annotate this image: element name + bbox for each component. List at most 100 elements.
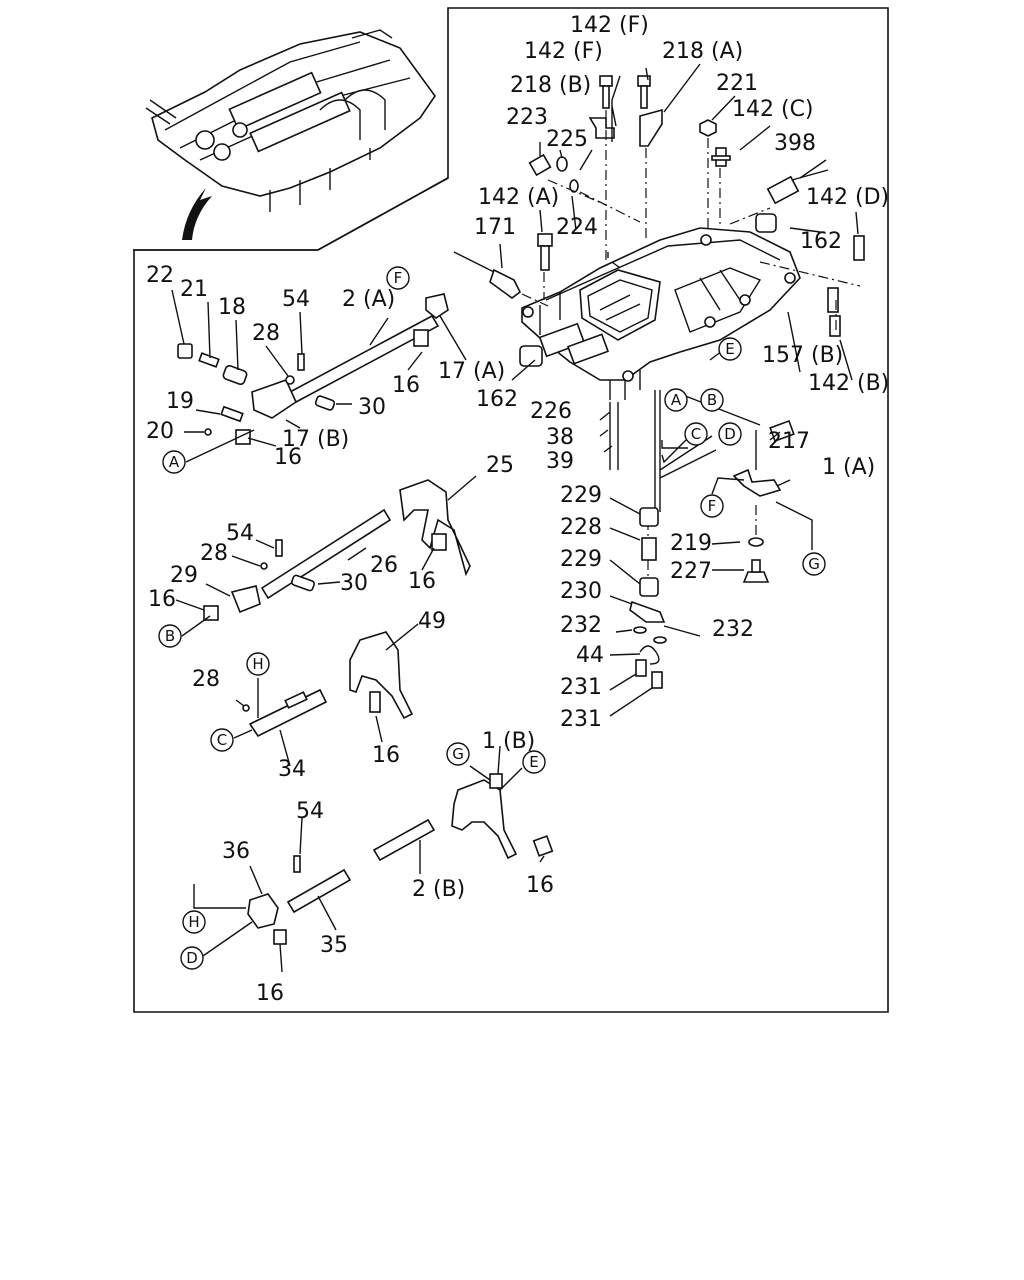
label-16-f: 16 xyxy=(526,873,554,898)
label-19: 19 xyxy=(166,389,194,414)
svg-text:A: A xyxy=(671,391,682,409)
label-221: 221 xyxy=(716,71,758,96)
label-21: 21 xyxy=(180,277,208,302)
label-2B: 2 (B) xyxy=(412,877,465,902)
svg-text:D: D xyxy=(724,425,736,443)
label-142B: 142 (B) xyxy=(808,371,889,396)
svg-text:F: F xyxy=(394,269,403,287)
label-54-top: 54 xyxy=(282,287,310,312)
label-30-mid: 30 xyxy=(340,571,368,596)
label-17A: 17 (A) xyxy=(438,359,505,384)
label-162-right: 162 xyxy=(800,229,842,254)
label-230: 230 xyxy=(560,579,602,604)
shift-rod-2A-assembly xyxy=(171,289,467,463)
ref-circle-F-lever: F xyxy=(700,494,724,518)
label-28-mid: 28 xyxy=(200,541,228,566)
svg-text:G: G xyxy=(452,745,464,763)
label-22: 22 xyxy=(146,263,174,288)
svg-text:H: H xyxy=(188,913,199,931)
svg-text:F: F xyxy=(708,497,717,515)
ref-circle-B-top: B xyxy=(700,388,724,412)
label-217: 217 xyxy=(768,429,810,454)
label-228-mid: 228 xyxy=(560,515,602,540)
lever-and-lower-parts xyxy=(609,468,813,717)
label-16-a: 16 xyxy=(392,373,420,398)
label-218A: 218 (A) xyxy=(662,39,743,64)
label-232-right: 232 xyxy=(712,617,754,642)
label-171: 171 xyxy=(474,215,516,240)
label-28-top: 28 xyxy=(252,321,280,346)
ref-circle-C-top: C xyxy=(684,422,708,446)
label-29: 29 xyxy=(170,563,198,588)
label-231-top: 231 xyxy=(560,675,602,700)
cover-leaders xyxy=(499,63,861,580)
label-16-e: 16 xyxy=(372,743,400,768)
label-25: 25 xyxy=(486,453,514,478)
svg-text:G: G xyxy=(808,555,820,573)
ref-circle-G-lever: G xyxy=(802,552,826,576)
label-227: 227 xyxy=(670,559,712,584)
svg-text:C: C xyxy=(691,425,701,443)
ref-circle-A-left: A xyxy=(162,450,186,474)
ref-circle-G-fork: G xyxy=(446,742,470,766)
label-1A: 1 (A) xyxy=(822,455,875,480)
label-49: 49 xyxy=(418,609,446,634)
label-157B: 157 (B) xyxy=(762,343,843,368)
label-229-top: 229 xyxy=(560,483,602,508)
ref-circle-B-left: B xyxy=(158,624,182,648)
label-218B: 218 (B) xyxy=(510,73,591,98)
shift-rod-34-fork-49 xyxy=(233,623,419,767)
svg-text:C: C xyxy=(217,731,227,749)
svg-text:A: A xyxy=(169,453,180,471)
svg-text:D: D xyxy=(186,949,198,967)
label-1B: 1 (B) xyxy=(482,729,535,754)
svg-text:H: H xyxy=(252,655,263,673)
ref-circle-F-top: F xyxy=(386,266,410,290)
label-30-top: 30 xyxy=(358,395,386,420)
label-226: 226 xyxy=(530,399,572,424)
ref-circle-E-cover: E xyxy=(718,337,742,361)
label-18: 18 xyxy=(218,295,246,320)
label-16-c: 16 xyxy=(408,569,436,594)
label-142A: 142 (A) xyxy=(478,185,559,210)
cover-fasteners xyxy=(453,75,865,443)
label-224: 224 xyxy=(556,215,598,240)
label-36: 36 xyxy=(222,839,250,864)
label-39: 39 xyxy=(546,449,574,474)
label-44: 44 xyxy=(576,643,604,668)
label-2A: 2 (A) xyxy=(342,287,395,312)
ref-circle-H-mid: H xyxy=(246,652,270,676)
svg-text:B: B xyxy=(165,627,175,645)
svg-text:B: B xyxy=(707,391,717,409)
label-398: 398 xyxy=(774,131,816,156)
label-142C: 142 (C) xyxy=(732,97,814,122)
label-54-low: 54 xyxy=(296,799,324,824)
ref-circle-D-top: D xyxy=(718,422,742,446)
label-229-mid: 229 xyxy=(560,547,602,572)
label-38: 38 xyxy=(546,425,574,450)
label-20: 20 xyxy=(146,419,174,444)
label-16-b: 16 xyxy=(274,445,302,470)
ref-circle-E-fork: E xyxy=(522,750,546,774)
label-162-left: 162 xyxy=(476,387,518,412)
ref-circle-A-top: A xyxy=(664,388,688,412)
label-16-g: 16 xyxy=(256,981,284,1006)
label-231-bottom: 231 xyxy=(560,707,602,732)
label-54-mid: 54 xyxy=(226,521,254,546)
part-number-labels: 142 (F) 142 (F) 218 (A) 218 (B) 221 142 … xyxy=(146,13,889,1006)
ref-circle-C-left: C xyxy=(210,728,234,752)
ref-circle-H-low: H xyxy=(182,910,206,934)
label-219: 219 xyxy=(670,531,712,556)
circled-reference-letters: F E A B C D F G A B H C G E H D xyxy=(158,266,826,970)
svg-text:E: E xyxy=(725,340,734,358)
shift-rod-2B-35-fork-1B xyxy=(193,745,554,973)
inset-overview-assembly xyxy=(145,29,436,240)
shift-rod-26-fork-25 xyxy=(175,475,477,637)
ref-circle-D-low: D xyxy=(180,946,204,970)
label-225: 225 xyxy=(546,127,588,152)
shift-cover-housing xyxy=(521,227,801,400)
label-223: 223 xyxy=(506,105,548,130)
label-28-low: 28 xyxy=(192,667,220,692)
label-26: 26 xyxy=(370,553,398,578)
